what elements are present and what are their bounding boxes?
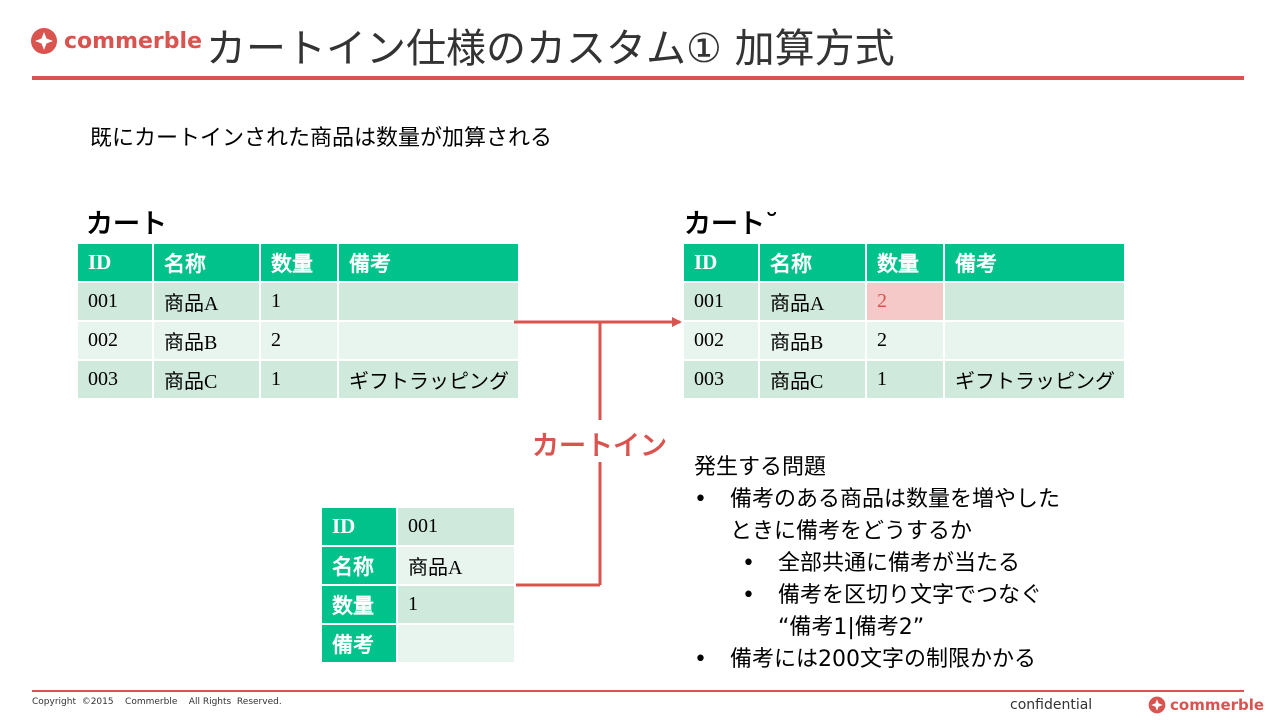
cell-qty-updated: 2 — [867, 283, 945, 322]
cell-id: 002 — [684, 322, 760, 361]
sub-issue-1: 全部共通に備考が当たる — [778, 551, 1021, 576]
field-value-qty: 1 — [398, 586, 516, 625]
list-item: • 備考には200文字の制限かかる — [694, 644, 1060, 676]
cell-id: 001 — [684, 283, 760, 322]
table-row: 001 商品A 1 — [78, 283, 520, 322]
cell-id: 003 — [684, 361, 760, 400]
list-item: • 備考を区切り文字でつなぐ — [694, 580, 1060, 612]
table-row: 003 商品C 1 ギフトラッピング — [78, 361, 520, 400]
cell-name: 商品A — [760, 283, 867, 322]
table-row: 名称 商品A — [322, 547, 516, 586]
bullet: • — [694, 487, 707, 512]
cell-note — [339, 322, 520, 361]
issue-1-line-1: 備考のある商品は数量を増やした — [730, 487, 1061, 512]
cell-qty: 1 — [261, 361, 339, 400]
cell-qty: 2 — [867, 322, 945, 361]
cell-note: ギフトラッピング — [945, 361, 1126, 400]
cell-note — [945, 322, 1126, 361]
cart-in-label: カートイン — [532, 431, 667, 462]
field-value-name: 商品A — [398, 547, 516, 586]
cell-id: 002 — [78, 322, 154, 361]
column-header-qty: 数量 — [261, 244, 339, 283]
field-value-id: 001 — [398, 508, 516, 547]
cell-qty: 2 — [261, 322, 339, 361]
table-row: ID 001 — [322, 508, 516, 547]
cell-name: 商品B — [760, 322, 867, 361]
confidential-label: confidential — [1010, 697, 1093, 713]
cart-in-item-table: ID 001 名称 商品A 数量 1 備考 — [322, 508, 516, 664]
table-header-row: ID 名称 数量 備考 — [78, 244, 520, 283]
issues-list: 発生する問題 • 備考のある商品は数量を増やした ときに備考をどうするか • 全… — [694, 452, 1060, 676]
cell-note: ギフトラッピング — [339, 361, 520, 400]
bullet: • — [742, 551, 755, 576]
cell-name: 商品C — [760, 361, 867, 400]
table-header-row: ID 名称 数量 備考 — [684, 244, 1126, 283]
cell-name: 商品B — [154, 322, 261, 361]
cell-qty: 1 — [261, 283, 339, 322]
column-header-qty: 数量 — [867, 244, 945, 283]
field-key-id: ID — [322, 508, 398, 547]
cell-note — [339, 283, 520, 322]
list-item: • 備考のある商品は数量を増やした — [694, 484, 1060, 516]
table-row: 001 商品A 2 — [684, 283, 1126, 322]
logo-text: commerble — [64, 28, 202, 54]
cart-after-label: カート˘ — [684, 209, 779, 240]
column-header-id: ID — [78, 244, 154, 283]
footer-divider — [32, 690, 1244, 692]
commerble-logo: commerble — [30, 27, 202, 55]
column-header-name: 名称 — [760, 244, 867, 283]
field-key-note: 備考 — [322, 625, 398, 664]
field-key-qty: 数量 — [322, 586, 398, 625]
column-header-name: 名称 — [154, 244, 261, 283]
field-value-note — [398, 625, 516, 664]
issue-2: 備考には200文字の制限かかる — [730, 647, 1036, 672]
copyright-text: Copyright ©2015 Commerble All Rights Res… — [32, 697, 282, 707]
cell-id: 001 — [78, 283, 154, 322]
cart-after-table: ID 名称 数量 備考 001 商品A 2 002 商品B 2 003 商品C … — [684, 244, 1126, 400]
bullet: • — [742, 583, 755, 608]
title-divider — [32, 76, 1244, 80]
list-item: • 全部共通に備考が当たる — [694, 548, 1060, 580]
cell-id: 003 — [78, 361, 154, 400]
sub-issue-2-line-2: “備考1|備考2” — [778, 615, 925, 640]
column-header-id: ID — [684, 244, 760, 283]
cart-before-label: カート — [86, 209, 167, 240]
page-title: カートイン仕様のカスタム① 加算方式 — [206, 26, 895, 72]
commerble-logo-icon — [1148, 696, 1166, 714]
field-key-name: 名称 — [322, 547, 398, 586]
commerble-logo-icon — [31, 28, 57, 54]
cell-name: 商品C — [154, 361, 261, 400]
sub-issue-2-line-1: 備考を区切り文字でつなぐ — [778, 583, 1043, 608]
bullet: • — [694, 647, 707, 672]
column-header-note: 備考 — [339, 244, 520, 283]
cell-note — [945, 283, 1126, 322]
subtitle: 既にカートインされた商品は数量が加算される — [90, 126, 553, 151]
table-row: 備考 — [322, 625, 516, 664]
cell-qty: 1 — [867, 361, 945, 400]
cell-name: 商品A — [154, 283, 261, 322]
column-header-note: 備考 — [945, 244, 1126, 283]
issue-1-line-2: ときに備考をどうするか — [730, 519, 973, 544]
table-row: 003 商品C 1 ギフトラッピング — [684, 361, 1126, 400]
table-row: 数量 1 — [322, 586, 516, 625]
footer-logo-text: commerble — [1170, 696, 1265, 714]
footer-logo: commerble — [1148, 696, 1264, 714]
table-row: 002 商品B 2 — [684, 322, 1126, 361]
cart-before-table: ID 名称 数量 備考 001 商品A 1 002 商品B 2 003 商品C … — [78, 244, 520, 400]
issues-heading: 発生する問題 — [694, 455, 827, 480]
table-row: 002 商品B 2 — [78, 322, 520, 361]
